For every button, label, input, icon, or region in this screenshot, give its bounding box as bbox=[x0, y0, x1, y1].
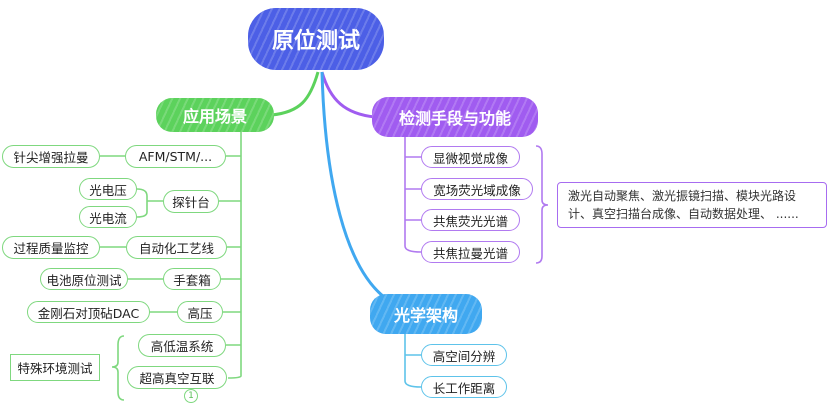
leaf-photocurrent[interactable]: 光电流 bbox=[79, 206, 137, 228]
node-widefield-fluorescence[interactable]: 宽场荧光域成像 bbox=[421, 178, 533, 200]
root-node[interactable]: 原位测试 bbox=[248, 8, 384, 70]
leaf-process-quality[interactable]: 过程质量监控 bbox=[2, 236, 100, 259]
branch-applications[interactable]: 应用场景 bbox=[156, 98, 274, 132]
node-probe-station[interactable]: 探针台 bbox=[163, 190, 219, 213]
node-long-working-distance[interactable]: 长工作距离 bbox=[421, 376, 507, 398]
node-glovebox[interactable]: 手套箱 bbox=[163, 268, 221, 290]
node-uhv-interconnect[interactable]: 超高真空互联 bbox=[127, 366, 227, 389]
leaf-photovoltage[interactable]: 光电压 bbox=[79, 178, 137, 200]
node-confocal-raman[interactable]: 共焦拉曼光谱 bbox=[421, 241, 520, 263]
branch-detection[interactable]: 检测手段与功能 bbox=[372, 97, 538, 137]
node-temperature-system[interactable]: 高低温系统 bbox=[138, 334, 226, 357]
leaf-tip-enhanced-raman[interactable]: 针尖增强拉曼 bbox=[2, 145, 100, 168]
marker-badge: 1 bbox=[184, 389, 198, 403]
node-afm-stm[interactable]: AFM/STM/... bbox=[125, 145, 226, 168]
leaf-battery-insitu[interactable]: 电池原位测试 bbox=[40, 268, 128, 290]
node-high-spatial-resolution[interactable]: 高空间分辨 bbox=[421, 344, 507, 366]
node-automation-line[interactable]: 自动化工艺线 bbox=[126, 236, 227, 259]
branch-optics[interactable]: 光学架构 bbox=[370, 294, 482, 334]
node-microscopic-imaging[interactable]: 显微视觉成像 bbox=[421, 146, 520, 168]
summary-detection-features[interactable]: 激光自动聚焦、激光振镜扫描、模块光路设计、真空扫描台成像、自动数据处理、 ...… bbox=[557, 182, 827, 228]
summary-special-environment[interactable]: 特殊环境测试 bbox=[10, 354, 100, 381]
node-high-pressure[interactable]: 高压 bbox=[177, 301, 223, 323]
leaf-diamond-anvil[interactable]: 金刚石对顶砧DAC bbox=[27, 301, 150, 323]
node-confocal-fluorescence[interactable]: 共焦荧光光谱 bbox=[421, 209, 520, 231]
